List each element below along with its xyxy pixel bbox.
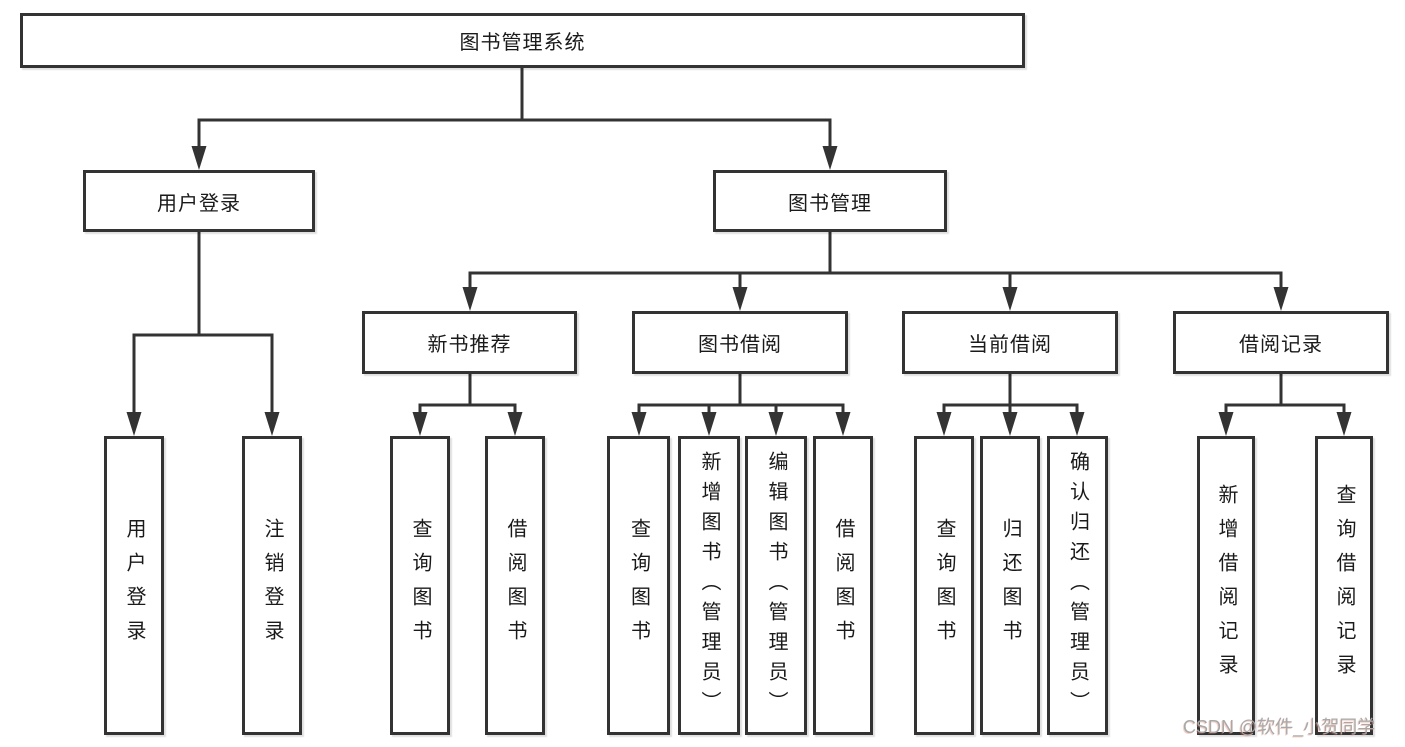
node-root-label: 图书管理系统	[459, 32, 586, 54]
leaf-bb-add-books-admin: 新增图书（管理员）	[678, 436, 740, 735]
leaf-cb-return-books-label: 归还图书	[999, 517, 1021, 654]
node-current-borrowing-label: 当前借阅	[968, 334, 1052, 356]
leaf-cb-confirm-return-admin-label: 确认归还（管理员）	[1066, 450, 1089, 721]
leaf-br-add-record: 新增借阅记录	[1197, 436, 1255, 735]
node-current-borrowing: 当前借阅	[902, 311, 1118, 374]
leaf-cb-query-books-label: 查询图书	[933, 517, 955, 654]
leaf-bb-edit-books-admin-label: 编辑图书（管理员）	[765, 450, 787, 721]
leaf-bb-query-books: 查询图书	[607, 436, 670, 735]
leaf-user-login-label: 用户登录	[123, 517, 145, 654]
arrowheads	[126, 146, 1352, 436]
node-borrowing-records-label: 借阅记录	[1239, 334, 1323, 356]
node-user-login-label: 用户登录	[157, 192, 241, 215]
leaf-bb-add-books-admin-label: 新增图书（管理员）	[698, 450, 720, 721]
leaf-cb-query-books: 查询图书	[914, 436, 974, 735]
leaf-user-login: 用户登录	[104, 436, 164, 735]
connector-level3-rail	[468, 271, 1283, 290]
leaf-rec-borrow-books-label: 借阅图书	[504, 517, 526, 654]
connector-level2-rail	[197, 118, 832, 150]
node-root: 图书管理系统	[20, 13, 1025, 68]
connector-rec-rail	[418, 403, 517, 415]
leaf-logout: 注销登录	[242, 436, 302, 735]
node-book-management: 图书管理	[713, 170, 947, 232]
leaf-rec-query-books-label: 查询图书	[409, 517, 431, 654]
node-new-book-recommend: 新书推荐	[362, 311, 577, 374]
node-user-login: 用户登录	[83, 170, 315, 232]
leaf-rec-query-books: 查询图书	[390, 436, 450, 735]
leaf-bb-edit-books-admin: 编辑图书（管理员）	[745, 436, 807, 735]
leaf-cb-return-books: 归还图书	[980, 436, 1040, 735]
connector-record-rail	[1224, 403, 1346, 415]
leaf-br-query-record-label: 查询借阅记录	[1333, 483, 1355, 688]
leaf-logout-label: 注销登录	[261, 517, 283, 654]
leaf-br-query-record: 查询借阅记录	[1315, 436, 1373, 735]
leaf-cb-confirm-return-admin: 确认归还（管理员）	[1047, 436, 1108, 735]
node-new-book-recommend-label: 新书推荐	[427, 334, 512, 356]
node-borrowing-records: 借阅记录	[1173, 311, 1389, 374]
leaf-bb-borrow-books-label: 借阅图书	[832, 517, 854, 654]
leaf-br-add-record-label: 新增借阅记录	[1215, 483, 1237, 688]
leaf-bb-query-books-label: 查询图书	[627, 517, 650, 654]
node-book-borrowing-label: 图书借阅	[698, 334, 782, 356]
connector-borrow-rail	[637, 403, 845, 415]
leaf-bb-borrow-books: 借阅图书	[813, 436, 873, 735]
node-book-borrowing: 图书借阅	[632, 311, 848, 374]
connector-userlogin-rail	[132, 333, 274, 414]
node-book-management-label: 图书管理	[788, 192, 872, 215]
leaf-rec-borrow-books: 借阅图书	[485, 436, 545, 735]
csdn-watermark: CSDN @软件_小贺同学	[1183, 717, 1376, 737]
